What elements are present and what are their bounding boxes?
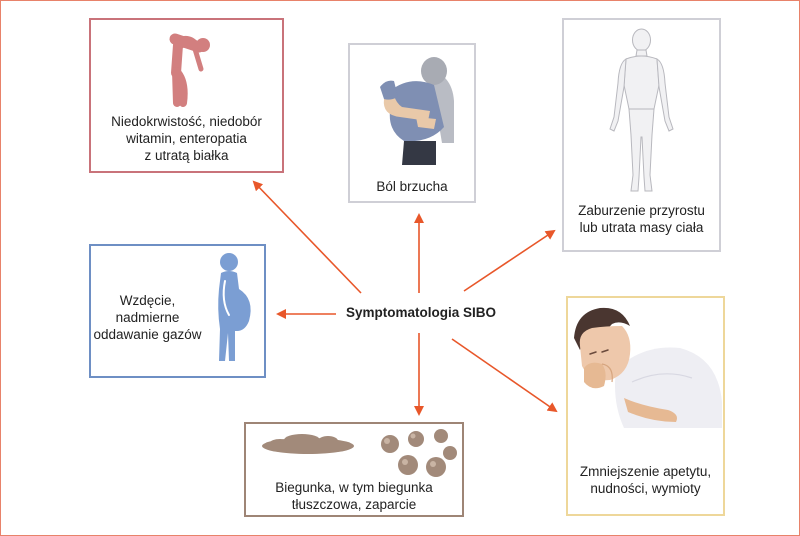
box-anemia: Niedokrwistość, niedobór witamin, entero… [89,18,284,173]
diarrhea-line-2: tłuszczowa, zaparcie [291,497,417,512]
center-label: Symptomatologia SIBO [345,305,497,320]
growth-line-1: Zaburzenie przyrostu [578,203,705,218]
arrow-to-growth [463,229,556,292]
arrow-to-anemia [252,180,362,294]
nauseous-person-icon [574,307,722,428]
box-diarrhea: Biegunka, w tym biegunka tłuszczowa, zap… [244,422,464,517]
bloating-line-1: Wzdęcie, [119,293,176,308]
appetite-line-2: nudności, wymioty [590,481,701,496]
abdominal-pain-person-icon [380,57,454,165]
appetite-line-1: Zmniejszenie apetytu, [579,464,712,479]
box-growth-disorder: Zaburzenie przyrostu lub utrata masy cia… [562,18,721,252]
box-abdominal-pain: Ból brzucha [348,43,476,203]
growth-line-2: lub utrata masy ciała [579,220,704,235]
anemia-line-1: Niedokrwistość, niedobór [111,114,262,129]
anemia-line-2: witamin, enteropatia [126,131,247,146]
stool-icon [262,429,457,477]
diarrhea-line-1: Biegunka, w tym biegunka [275,480,433,495]
bloating-line-2: nadmierne [115,310,180,325]
body-outline-icon [609,28,674,192]
bent-person-icon [169,33,210,107]
box-appetite-loss: Zmniejszenie apetytu, nudności, wymioty [566,296,725,516]
box-bloating: Wzdęcie, nadmierne oddawanie gazów [89,244,266,378]
bloating-line-3: oddawanie gazów [93,327,202,342]
bloated-person-icon [218,253,251,361]
anemia-line-3: z utratą białka [144,148,229,163]
pain-line-1: Ból brzucha [376,179,448,194]
arrow-to-appetite [451,338,558,413]
